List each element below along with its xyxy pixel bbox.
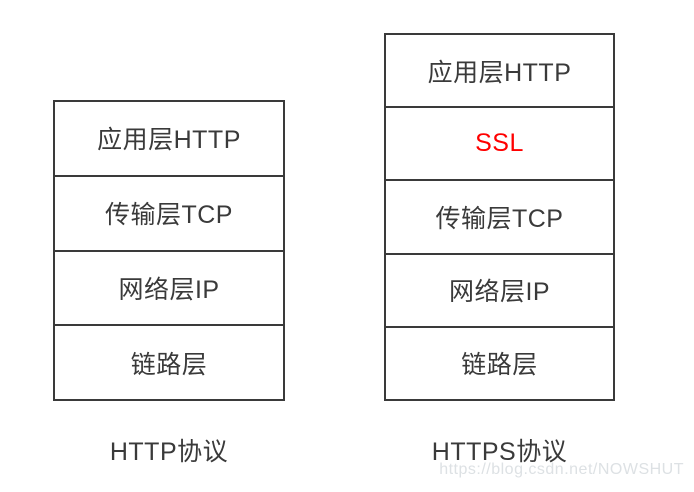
- protocol-layer-link: 链路层: [55, 324, 283, 399]
- protocol-layer-tcp: 传输层TCP: [55, 174, 283, 250]
- watermark-text: https://blog.csdn.net/NOWSHUT: [439, 461, 684, 478]
- protocol-layer-tcp: 传输层TCP: [386, 179, 613, 252]
- protocol-layer-app-http: 应用层HTTP: [97, 126, 241, 155]
- protocol-layer-ip: 网络层IP: [55, 249, 283, 325]
- protocol-layer-app-http: 应用层HTTP: [427, 58, 572, 87]
- https-stack-caption: HTTPS协议: [431, 438, 568, 466]
- protocol-layer-ssl: SSL: [386, 106, 613, 179]
- http-stack-caption: HTTP协议: [109, 438, 229, 466]
- protocol-layer-ip: 网络层IP: [386, 252, 613, 326]
- protocol-layer-link: 链路层: [386, 325, 613, 399]
